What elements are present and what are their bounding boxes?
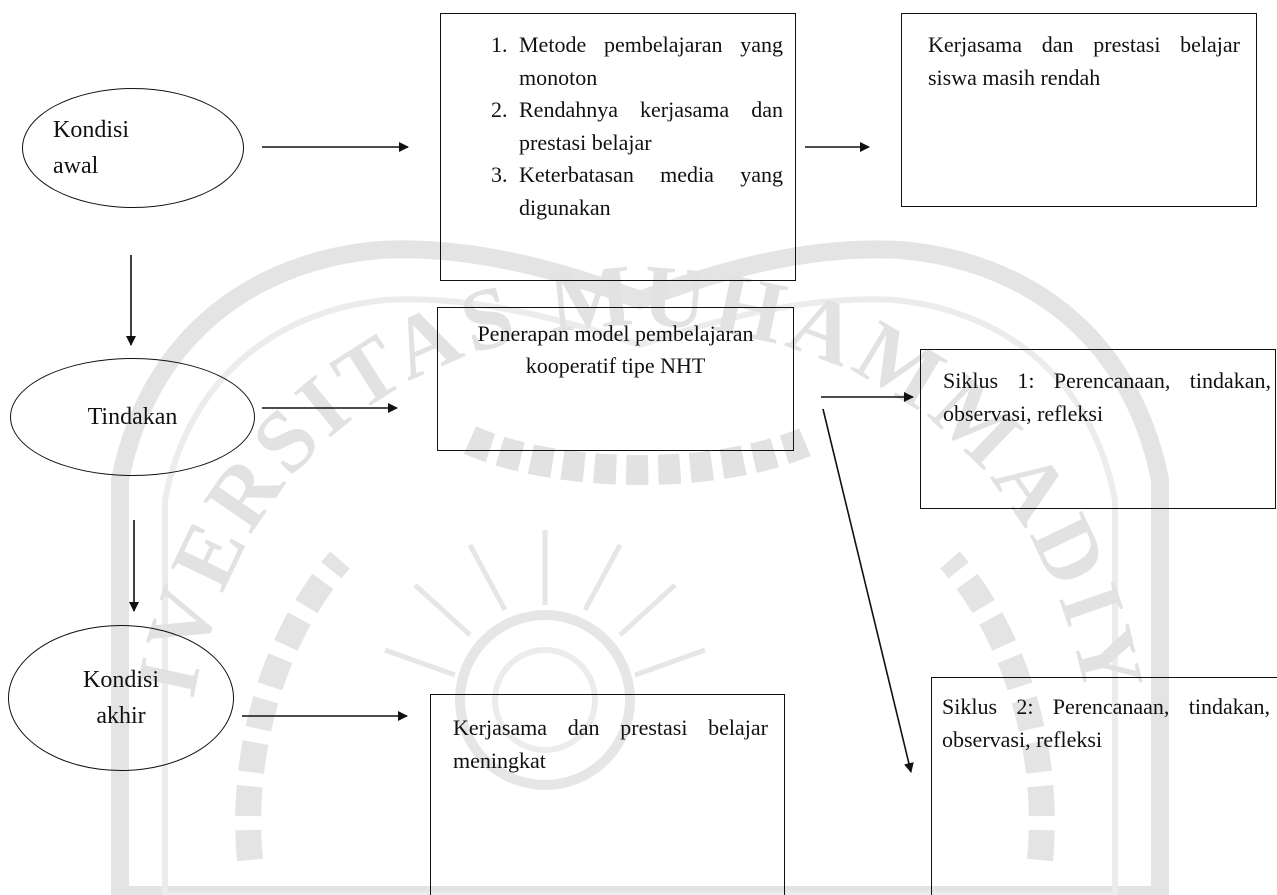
masalah-item: Metode pembelajaran yang monoton (513, 29, 783, 94)
kondisi-rendah-text: Kerjasama dan prestasi belajar siswa mas… (928, 32, 1240, 90)
masalah-box: Metode pembelajaran yang monoton Rendahn… (440, 13, 796, 281)
masalah-item: Keterbatasan media yang digunakan (513, 159, 783, 224)
kondisi-akhir-node: Kondisi akhir (8, 625, 234, 771)
hasil-text: Kerjasama dan prestasi belajar meningkat (453, 715, 768, 773)
masalah-list: Metode pembelajaran yang monoton Rendahn… (441, 29, 783, 224)
hasil-box: Kerjasama dan prestasi belajar meningkat (430, 694, 785, 895)
arrow-penerapan-to-siklus-2 (822, 408, 914, 773)
kondisi-rendah-box: Kerjasama dan prestasi belajar siswa mas… (901, 13, 1257, 207)
penerapan-text: Penerapan model pembelajaran kooperatif … (477, 321, 754, 378)
kondisi-akhir-label: Kondisi akhir (82, 667, 159, 729)
siklus-2-text: Siklus 2: Perencanaan, tindakan, observa… (942, 694, 1270, 752)
tindakan-node: Tindakan (10, 358, 255, 476)
siklus-1-box: Siklus 1: Perencanaan, tindakan, observa… (920, 349, 1276, 509)
kondisi-awal-node: Kondisi awal (22, 88, 244, 208)
kondisi-awal-label: Kondisi awal (53, 117, 130, 179)
masalah-item: Rendahnya kerjasama dan prestasi belajar (513, 94, 783, 159)
siklus-2-box: Siklus 2: Perencanaan, tindakan, observa… (931, 677, 1277, 895)
tindakan-label: Tindakan (87, 404, 178, 430)
siklus-1-text: Siklus 1: Perencanaan, tindakan, observa… (943, 368, 1271, 426)
penerapan-box: Penerapan model pembelajaran kooperatif … (437, 307, 794, 451)
